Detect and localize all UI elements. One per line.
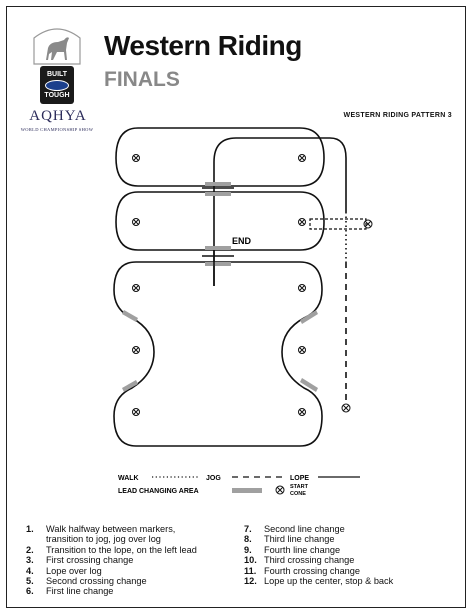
badge-line2: TOUGH (44, 91, 70, 99)
marker-icon (132, 408, 140, 416)
step-number: 7. (244, 524, 252, 534)
step-number: 6. (26, 586, 34, 597)
center-line-path (213, 137, 347, 286)
lead-area-7 (300, 310, 318, 324)
built-ford-tough-badge: BUILT TOUGH (40, 66, 74, 104)
step-number: 12. (244, 576, 257, 587)
step-item: 7. Second line change (244, 524, 393, 534)
step-text: Transition to the lope, on the left lead (46, 544, 197, 555)
page-title: Western Riding (104, 30, 302, 61)
step-text: Second line change (264, 524, 345, 534)
step-number: 10. (244, 555, 257, 566)
step-item: 9. Fourth line change (244, 545, 393, 555)
step-text: Second crossing change (46, 576, 147, 587)
legend-lope-label: LOPE (290, 475, 309, 482)
marker-icon (132, 218, 140, 226)
bottom-figure-path (113, 261, 323, 447)
step-number: 1. (26, 524, 34, 534)
lead-area-5 (122, 310, 138, 322)
legend-lead-area-label: LEAD CHANGING AREA (118, 488, 199, 495)
lead-area-4 (205, 262, 231, 266)
lead-area-1 (205, 182, 231, 186)
middle-loop-path (115, 191, 325, 251)
badge-line1: BUILT (46, 70, 68, 78)
steps-list-left: 1. Walk halfway between markers, transiti… (26, 524, 197, 597)
legend-start-label: START (290, 484, 309, 490)
marker-icon (298, 408, 306, 416)
step-text: Walk halfway between markers, transition… (46, 524, 176, 545)
step-item: 4. Lope over log (26, 566, 197, 576)
step-item: 5. Second crossing change (26, 576, 197, 586)
marker-icon (298, 284, 306, 292)
step-text: Fourth crossing change (264, 565, 361, 576)
step-text: Lope over log (46, 565, 102, 576)
markers (132, 154, 373, 416)
step-text: First crossing change (46, 555, 134, 566)
step-item: 8. Third line change (244, 534, 393, 544)
top-loop-path (115, 127, 325, 187)
step-number: 9. (244, 544, 252, 555)
step-text: Lope up the center, stop & back (264, 576, 394, 587)
legend-jog-label: JOG (206, 475, 221, 482)
marker-icon (298, 346, 306, 354)
step-number: 11. (244, 565, 257, 576)
marker-icon (298, 154, 306, 162)
legend-cone-label: CONE (290, 491, 306, 497)
step-item: 3. First crossing change (26, 555, 197, 565)
step-item: 12. Lope up the center, stop & back (244, 576, 393, 586)
org-tagline: WORLD CHAMPIONSHIP SHOW (20, 127, 94, 132)
step-text: Fourth line change (264, 544, 341, 555)
page-frame (6, 6, 466, 608)
step-item: 11. Fourth crossing change (244, 566, 393, 576)
lead-area-3 (205, 246, 231, 250)
lead-area-8 (300, 378, 318, 392)
step-item: 6. First line change (26, 586, 197, 596)
step-item: 1. Walk halfway between markers, transiti… (26, 524, 197, 545)
step-number: 4. (26, 565, 34, 576)
marker-icon (132, 154, 140, 162)
legend-lead-area-swatch (232, 488, 262, 493)
lead-area-6 (122, 380, 138, 392)
step-number: 8. (244, 534, 252, 545)
marker-icon (132, 284, 140, 292)
marker-icon (132, 346, 140, 354)
start-log (309, 218, 367, 230)
pattern-label: WESTERN RIDING PATTERN 3 (343, 112, 452, 119)
start-cone-icon (363, 219, 373, 229)
end-label: END (232, 236, 252, 246)
marker-icon (298, 218, 306, 226)
legend-start-cone-icon (275, 485, 285, 495)
page-subtitle: FINALS (104, 68, 180, 91)
org-name: AQHYA (29, 108, 87, 124)
lead-area-2 (205, 192, 231, 196)
horse-logo-icon (33, 28, 81, 65)
step-text: Third crossing change (264, 555, 355, 566)
step-number: 3. (26, 555, 34, 566)
step-text: Third line change (264, 534, 335, 545)
ford-oval-icon (45, 79, 69, 91)
legend-walk-label: WALK (118, 475, 139, 482)
step-number: 5. (26, 576, 34, 587)
step-item: 10. Third crossing change (244, 555, 393, 565)
step-item: 2. Transition to the lope, on the left le… (26, 545, 197, 555)
start-cone-icon (341, 403, 351, 413)
legend-graphics (152, 476, 360, 495)
step-number: 2. (26, 544, 34, 555)
step-text: First line change (46, 586, 114, 597)
